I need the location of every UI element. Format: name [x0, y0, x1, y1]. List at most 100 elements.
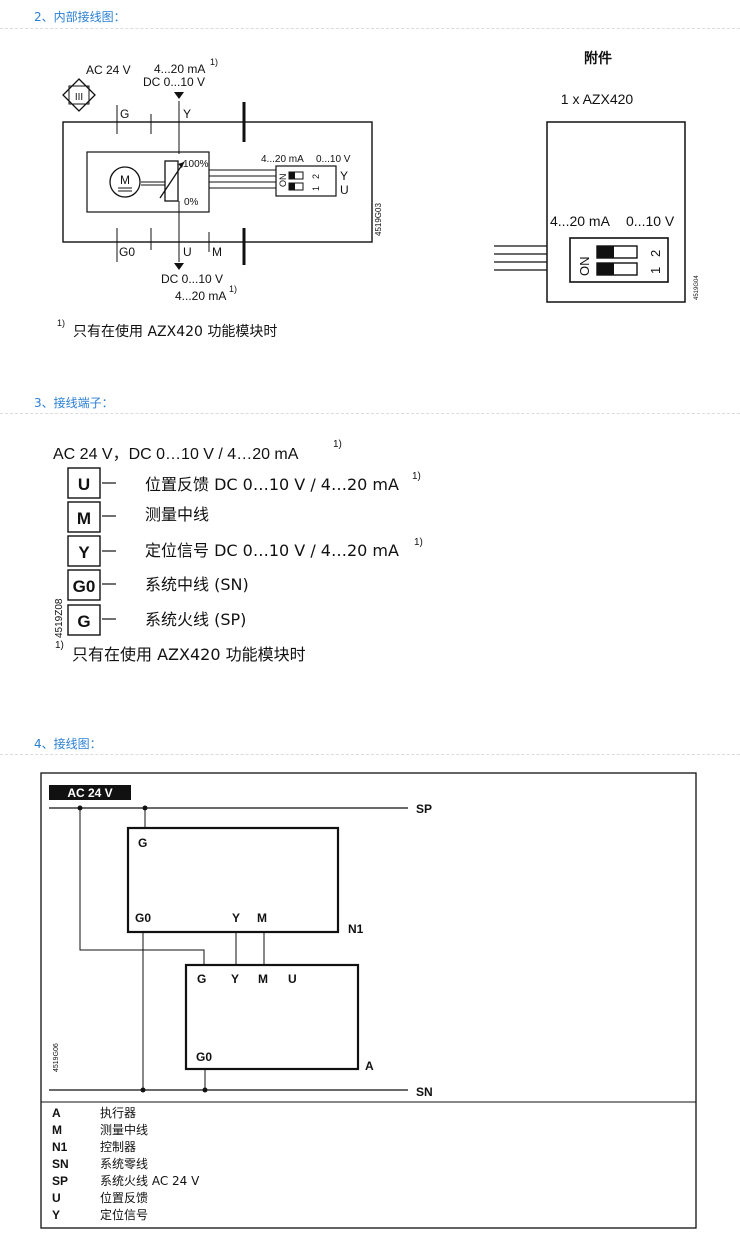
terminal-y-key: Y	[78, 543, 90, 562]
a-g0-label: G0	[196, 1050, 212, 1064]
terminals-code: 4519Z08	[54, 598, 65, 638]
legend-desc-u: 位置反馈	[100, 1190, 148, 1205]
terminal-diagram: AC 24 V，DC 0…10 V / 4…20 mA 1) U 位置反馈 DC…	[53, 439, 423, 664]
accessory-2-label: 2	[648, 250, 663, 257]
terminal-m-key: M	[77, 509, 91, 528]
footnote-marker: 1)	[210, 57, 218, 67]
azx420-module	[546, 121, 686, 303]
terminals-header: AC 24 V，DC 0…10 V / 4…20 mA	[53, 446, 299, 463]
terminal-u: U 位置反馈 DC 0…10 V / 4…20 mA 1)	[67, 467, 421, 499]
terminal-g0: G0 系统中线 (SN)	[67, 569, 249, 601]
sn-label: SN	[416, 1085, 433, 1099]
arrow-down-icon	[174, 92, 184, 99]
dip-switch-small	[275, 165, 337, 197]
footnote-marker: 1)	[333, 439, 342, 450]
a-label: A	[365, 1059, 374, 1073]
potentiometer-icon	[159, 160, 185, 202]
accessory-ma-label: 4...20 mA	[550, 213, 611, 229]
accessory-model: 1 x AZX420	[561, 91, 634, 107]
terminal-u-desc: 位置反馈 DC 0…10 V / 4…20 mA	[145, 475, 399, 494]
dc-top-label: DC 0...10 V	[143, 75, 205, 89]
accessory-1-label: 1	[648, 267, 663, 274]
legend: A 执行器 M 测量中线 N1 控制器 SN 系统零线 SP 系统火线 AC 2…	[52, 1106, 200, 1222]
legend-key-sp: SP	[52, 1174, 68, 1188]
terminal-g: G 系统火线 (SP)	[67, 604, 246, 636]
n1-y-label: Y	[232, 911, 240, 925]
motor-label: M	[120, 173, 130, 187]
a-m-label: M	[258, 972, 268, 986]
a-g-label: G	[197, 972, 206, 986]
section-title-internal: 2、内部接线图：	[34, 10, 126, 24]
switch-v-label: 0...10 V	[316, 154, 351, 165]
terminals-footnote: 只有在使用 AZX420 功能模块时	[72, 645, 306, 664]
wiring-frame	[40, 772, 697, 1229]
terminal-m-label: M	[212, 245, 222, 259]
accessory-code: 4519G04	[694, 275, 700, 300]
legend-desc-n1: 控制器	[100, 1140, 136, 1154]
terminal-u-key: U	[78, 475, 90, 494]
footnote-marker: 1)	[414, 537, 423, 548]
ac-24v-label: AC 24 V	[67, 786, 112, 800]
n1-g-label: G	[138, 836, 147, 850]
section-divider	[0, 28, 740, 29]
switch-ma-label: 4...20 mA	[261, 154, 304, 165]
terminal-m: M 测量中线	[67, 501, 209, 533]
n1-m-label: M	[257, 911, 267, 925]
legend-desc-sn: 系统零线	[100, 1157, 148, 1171]
terminal-g0-key: G0	[73, 577, 96, 596]
diagram-code: 4519G03	[374, 203, 383, 236]
section-title-wiring: 4、接线图：	[34, 737, 102, 751]
section-title-terminals: 3、接线端子：	[34, 396, 114, 410]
dip-switch-large	[569, 237, 669, 283]
controller-n1	[126, 826, 340, 934]
terminal-u-label: U	[183, 245, 192, 259]
motor-icon: M	[109, 166, 141, 198]
ma-top-label: 4...20 mA	[154, 62, 205, 76]
legend-key-sn: SN	[52, 1157, 69, 1171]
terminal-m-desc: 测量中线	[145, 505, 209, 524]
wiring-code: 4519G06	[53, 1043, 60, 1072]
actuator-housing	[62, 121, 373, 243]
ma-bottom-label: 4...20 mA	[175, 289, 226, 303]
n1-g0-label: G0	[135, 911, 151, 925]
switch-on-label: ON	[278, 174, 288, 188]
pct-100-label: 100%	[183, 159, 209, 170]
dc-bottom-label: DC 0...10 V	[161, 272, 223, 286]
legend-key-y: Y	[52, 1208, 60, 1222]
legend-desc-y: 定位信号	[100, 1207, 148, 1222]
terminal-y: Y 定位信号 DC 0…10 V / 4…20 mA 1)	[67, 535, 423, 567]
actuator-a	[184, 963, 360, 1071]
accessory-v-label: 0...10 V	[626, 213, 675, 229]
legend-key-u: U	[52, 1191, 61, 1205]
switch-2-label: 2	[311, 174, 321, 179]
class-symbol-label: III	[75, 92, 83, 103]
switch-1-label: 1	[311, 186, 321, 191]
footnote-marker: 1)	[55, 640, 64, 651]
legend-desc-a: 执行器	[100, 1106, 136, 1120]
sp-label: SP	[416, 802, 432, 816]
terminal-y-desc: 定位信号 DC 0…10 V / 4…20 mA	[145, 541, 399, 560]
terminal-g0-desc: 系统中线 (SN)	[145, 575, 249, 594]
a-y-label: Y	[231, 972, 239, 986]
output-y-label: Y	[340, 169, 348, 183]
pct-0-label: 0%	[184, 197, 199, 208]
terminal-g0-label: G0	[119, 245, 135, 259]
accessory-title: 附件	[584, 50, 612, 67]
footnote-marker: 1)	[412, 471, 421, 482]
class-iii-symbol-icon: III	[62, 78, 96, 112]
terminal-y-label: Y	[183, 107, 191, 121]
output-u-label: U	[340, 183, 349, 197]
legend-desc-sp: 系统火线 AC 24 V	[100, 1174, 200, 1188]
footnote-text: 只有在使用 AZX420 功能模块时	[73, 323, 277, 340]
footnote-marker: 1)	[229, 284, 237, 294]
a-u-label: U	[288, 972, 297, 986]
terminal-g-label: G	[120, 107, 129, 121]
ac-24v-label: AC 24 V	[86, 63, 131, 77]
ac-label-box	[49, 785, 131, 800]
arrow-down-icon	[174, 263, 184, 270]
footnote-marker: 1)	[57, 318, 65, 328]
legend-key-m: M	[52, 1123, 62, 1137]
internal-wiring-diagram: III AC 24 V 4...20 mA 1) DC 0...10 V G Y…	[57, 50, 700, 340]
legend-key-a: A	[52, 1106, 61, 1120]
